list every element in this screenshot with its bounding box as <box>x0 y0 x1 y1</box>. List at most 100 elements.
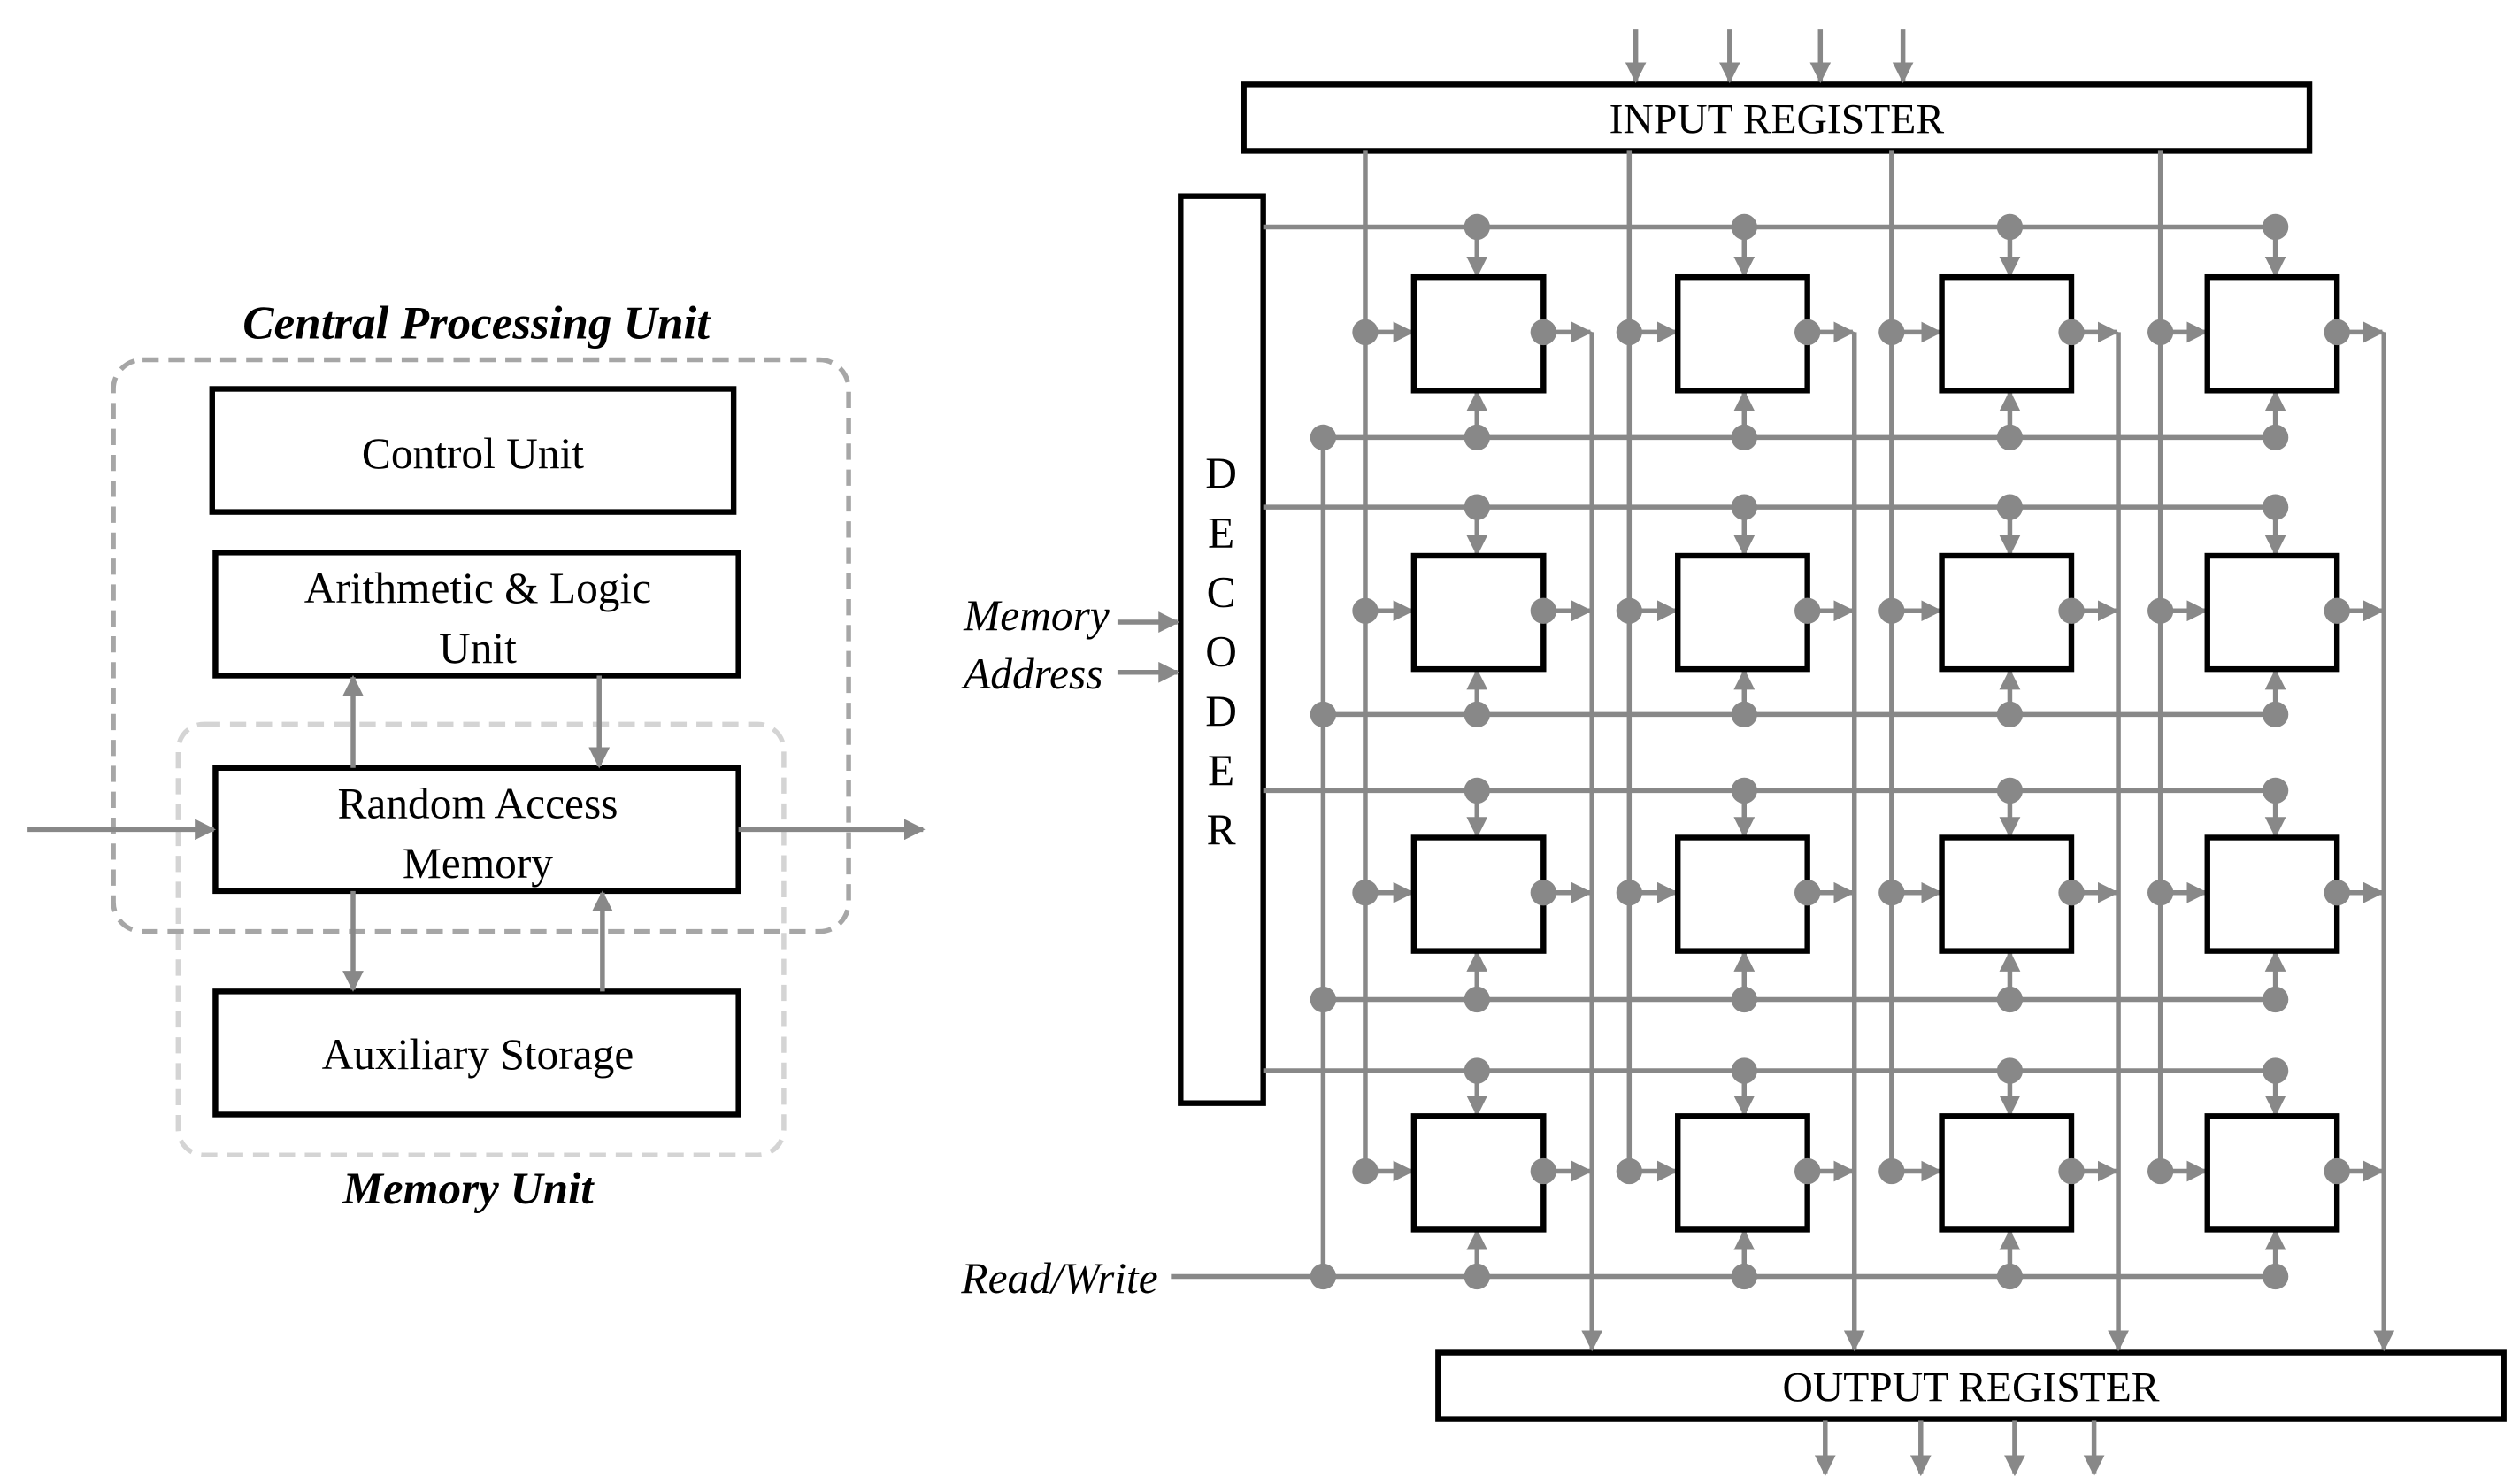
decoder-letter: E <box>1208 746 1234 795</box>
decoder-letter: O <box>1205 627 1237 676</box>
ram-wires <box>1171 29 2395 1477</box>
memory-cell <box>2204 1113 2340 1233</box>
decoder-letter: E <box>1208 508 1234 557</box>
read-write-label: Read/Write <box>960 1254 1157 1303</box>
memory-cell <box>1410 273 1547 394</box>
memory-cell <box>1675 834 1810 954</box>
input-register-box <box>1241 81 2313 154</box>
junction-dot <box>2058 319 2085 346</box>
memory-cell <box>1939 552 2075 673</box>
memory-unit-title: Memory Unit <box>342 1164 595 1214</box>
junction-dot <box>1996 1263 2024 1290</box>
memory-cell <box>1939 273 2075 394</box>
junction-dot <box>1996 213 2024 241</box>
junction-dot <box>1996 701 2024 728</box>
junction-dot <box>1464 1057 1490 1084</box>
junction-dot <box>1310 986 1337 1013</box>
decoder-letter: R <box>1207 805 1236 854</box>
junction-dot <box>1794 1157 1821 1185</box>
junction-dot <box>2262 424 2289 451</box>
junction-dot <box>1731 1057 1757 1084</box>
cpu-title: Central Processing Unit <box>242 298 711 350</box>
memory-cell <box>2204 834 2340 954</box>
junction-dot <box>1794 597 1821 624</box>
junction-dot <box>2262 986 2289 1013</box>
decoder-box <box>1178 193 1266 1106</box>
memory-cell <box>1939 834 2075 954</box>
junction-dot <box>1878 319 1905 346</box>
junction-dot <box>1996 777 2024 804</box>
input-register-label: INPUT REGISTER <box>1610 96 1945 142</box>
junction-dot <box>1731 494 1757 520</box>
junction-dot <box>1731 1263 1757 1290</box>
junction-dot <box>2262 1057 2289 1084</box>
junction-dot <box>1996 986 2024 1013</box>
ram-cells <box>1310 213 2350 1290</box>
junction-dot <box>1878 880 1905 906</box>
decoder-letter: C <box>1207 567 1236 616</box>
output-register-label: OUTPUT REGISTER <box>1783 1365 2160 1411</box>
alu-box <box>212 550 741 679</box>
junction-dot <box>1352 1157 1379 1185</box>
alu-label-line1: Arithmetic & Logic <box>304 564 651 612</box>
memory-cell <box>1939 1113 2075 1233</box>
junction-dot <box>2058 597 2085 624</box>
memory-unit-dashed-boundary <box>175 721 787 1157</box>
memory-cell <box>1410 834 1547 954</box>
memory-cell <box>1675 552 1810 673</box>
junction-dot <box>2262 494 2289 520</box>
junction-dot <box>1996 494 2024 520</box>
junction-dot <box>1731 701 1757 728</box>
auxiliary-storage-box <box>212 988 741 1118</box>
junction-dot <box>2324 597 2350 624</box>
junction-dot <box>2058 880 2085 906</box>
junction-dot <box>1794 880 1821 906</box>
junction-dot <box>1352 319 1379 346</box>
ram-label-line2: Memory <box>403 839 553 888</box>
control-unit-box <box>209 386 737 515</box>
junction-dot <box>1464 701 1490 728</box>
junction-dot <box>1616 1157 1642 1185</box>
junction-dot <box>2262 701 2289 728</box>
junction-dot <box>1530 319 1556 346</box>
junction-dot <box>1310 424 1337 451</box>
alu-label-line2: Unit <box>439 624 517 673</box>
ram-label-line1: Random Access <box>337 780 618 828</box>
memory-cell <box>1410 552 1547 673</box>
junction-dot <box>2324 319 2350 346</box>
junction-dot <box>1878 597 1905 624</box>
junction-dot <box>1731 777 1757 804</box>
junction-dot <box>1996 1057 2024 1084</box>
junction-dot <box>2262 777 2289 804</box>
auxiliary-storage-label: Auxiliary Storage <box>322 1030 634 1079</box>
junction-dot <box>1530 597 1556 624</box>
junction-dot <box>1464 777 1490 804</box>
address-label: Address <box>961 650 1102 698</box>
memory-cell <box>2204 552 2340 673</box>
output-register-box <box>1435 1349 2507 1422</box>
junction-dot <box>2324 1157 2350 1185</box>
junction-dot <box>1464 1263 1490 1290</box>
decoder-letter: D <box>1205 449 1237 497</box>
junction-dot <box>1530 880 1556 906</box>
junction-dot <box>1616 880 1642 906</box>
junction-dot <box>1530 1157 1556 1185</box>
junction-dot <box>2324 880 2350 906</box>
memory-cell <box>2204 273 2340 394</box>
junction-dot <box>1616 319 1642 346</box>
junction-dot <box>1731 213 1757 241</box>
junction-dot <box>1464 986 1490 1013</box>
junction-dot <box>1731 424 1757 451</box>
junction-dot <box>1352 597 1379 624</box>
junction-dot <box>2058 1157 2085 1185</box>
junction-dot <box>1310 1263 1337 1290</box>
junction-dot <box>1310 701 1337 728</box>
cpu-dashed-boundary <box>111 357 851 934</box>
memory-cell <box>1675 273 1810 394</box>
junction-dot <box>2147 880 2174 906</box>
junction-dot <box>1731 986 1757 1013</box>
junction-dot <box>1464 424 1490 451</box>
cpu-memory-block-diagram: Central Processing Unit Memory Unit Cont… <box>27 298 926 1214</box>
